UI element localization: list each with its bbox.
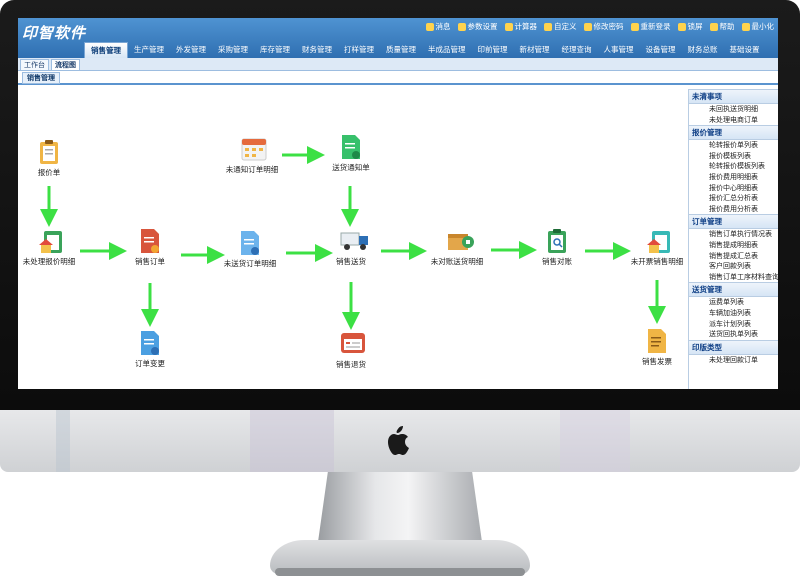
toolbar-message[interactable]: 消息 [425, 21, 451, 32]
notice-document-icon [340, 134, 362, 159]
customize-icon [544, 22, 552, 31]
house-clipboard-icon [646, 228, 670, 253]
monitor-stand-neck [318, 472, 482, 542]
sidebar-item[interactable]: 轮转报价单列表 [709, 141, 758, 150]
toolbar-relogin[interactable]: 重新登录 [630, 21, 671, 32]
workspace-tabs: 工作台 流程图 [18, 58, 778, 71]
toolbar: 消息 参数设置 计算器 自定义 修改密码 重新登录 锁屏 帮助 最小化 [425, 21, 774, 32]
node-order[interactable]: 销售订单 [115, 228, 185, 267]
sub-tabs: 销售管理 [18, 71, 778, 85]
menu-prepress[interactable]: 印前管理 [477, 45, 508, 54]
toolbar-minimize[interactable]: 最小化 [741, 21, 774, 32]
toolbar-calculator[interactable]: 计算器 [504, 21, 537, 32]
tab-flowchart[interactable]: 流程图 [51, 59, 80, 71]
menu-semi-finished[interactable]: 半成品管理 [428, 45, 466, 54]
sidebar-item[interactable]: 未回执送货明细 [709, 105, 758, 113]
sidebar-item[interactable]: 未处理回款订单 [709, 355, 758, 364]
truck-icon [340, 228, 368, 252]
node-delivery-notice[interactable]: 送货通知单 [316, 134, 386, 173]
return-form-icon [340, 331, 365, 355]
node-quote[interactable]: 报价单 [18, 139, 84, 178]
document-edit-icon [139, 330, 161, 355]
sidebar-item[interactable]: 未处理电商订单 [709, 115, 758, 124]
tab-workbench[interactable]: 工作台 [20, 59, 49, 71]
toolbar-help[interactable]: 帮助 [709, 21, 735, 32]
subtab-sales[interactable]: 销售管理 [22, 72, 60, 84]
sidebar-item[interactable]: 客户回款列表 [709, 262, 751, 271]
menu-quality[interactable]: 质量管理 [386, 45, 416, 54]
node-return[interactable]: 销售退货 [316, 331, 386, 370]
app-logo: 印智软件 [22, 24, 87, 42]
node-uninvoiced[interactable]: 未开票销售明细 [622, 228, 692, 267]
sidebar-item[interactable]: 报价中心明细表 [709, 183, 758, 192]
sidebar-item[interactable]: 轮转报价模板列表 [709, 162, 765, 171]
help-icon [709, 22, 718, 31]
relogin-icon [630, 22, 639, 31]
calendar-icon [241, 136, 267, 161]
clipboard-icon [38, 139, 60, 164]
flow-arrows [40, 146, 666, 330]
sidebar-item[interactable]: 销售订单执行情况表 [709, 230, 772, 239]
menu-finance[interactable]: 财务管理 [302, 45, 332, 54]
invoice-icon [646, 328, 668, 353]
menu-production[interactable]: 生产管理 [134, 45, 164, 54]
menu-general-ledger[interactable]: 财务总账 [687, 45, 718, 54]
toolbar-lock[interactable]: 锁屏 [677, 21, 703, 32]
node-unquoted[interactable]: 未处理报价明细 [18, 228, 84, 267]
menu-equipment[interactable]: 设备管理 [645, 45, 676, 54]
sidebar-section-plate[interactable]: 印版类型 [689, 339, 778, 355]
minimize-icon [741, 22, 750, 31]
node-delivery[interactable]: 销售送货 [316, 228, 386, 267]
sidebar-item[interactable]: 报价费用明细表 [709, 172, 758, 181]
node-order-change[interactable]: 订单变更 [115, 330, 185, 369]
apple-logo-icon [382, 424, 416, 458]
document-list-icon [239, 230, 261, 255]
monitor-stand-base [275, 568, 525, 576]
key-icon [583, 22, 592, 31]
menu-purchase[interactable]: 采购管理 [218, 45, 248, 54]
menu-manager-query[interactable]: 经理查询 [561, 45, 592, 54]
menu-inventory[interactable]: 库存管理 [260, 45, 290, 54]
toolbar-password[interactable]: 修改密码 [583, 21, 624, 32]
sidebar-item[interactable]: 销售订单工序材料查询 [709, 272, 778, 281]
settings-icon [457, 22, 466, 31]
menu-basic-settings[interactable]: 基础设置 [729, 45, 760, 54]
sidebar-item[interactable]: 报价费用分析表 [709, 204, 758, 213]
toolbar-settings[interactable]: 参数设置 [457, 21, 498, 32]
node-unreconciled[interactable]: 未对账送货明细 [422, 228, 492, 267]
sidebar-item[interactable]: 派车计划列表 [709, 319, 751, 328]
package-icon [446, 228, 474, 252]
toolbar-customize[interactable]: 自定义 [544, 21, 577, 32]
sidebar-item[interactable]: 运费单列表 [709, 298, 744, 307]
node-undelivered[interactable]: 未送货订单明细 [215, 230, 285, 269]
lock-icon [677, 22, 686, 31]
sidebar-section-quote[interactable]: 报价管理 [689, 125, 778, 141]
sidebar-section-order[interactable]: 订单管理 [689, 214, 778, 230]
menu-hr[interactable]: 人事管理 [603, 45, 634, 54]
clipboard-search-icon [546, 228, 568, 253]
sidebar-item[interactable]: 报价模板列表 [709, 151, 751, 160]
app-window: 印智软件 消息 参数设置 计算器 自定义 修改密码 重新登录 锁屏 帮助 最小化… [18, 18, 778, 389]
calculator-icon [504, 22, 513, 31]
sidebar-item[interactable]: 销售提成汇总表 [709, 251, 758, 260]
menu-proofing[interactable]: 打样管理 [344, 45, 374, 54]
menu-new-material[interactable]: 新材管理 [519, 45, 550, 54]
sidebar-section-delivery[interactable]: 送货管理 [689, 282, 778, 298]
main-menu: 销售管理 生产管理 外发管理 采购管理 库存管理 财务管理 打样管理 质量管理 … [84, 42, 766, 59]
sidebar-section-pending[interactable]: 未清事项 [689, 89, 778, 104]
sidebar: 未清事项 未回执送货明细 未处理电商订单 报价管理 轮转报价单列表 报价模板列表… [688, 89, 778, 389]
menu-outsource[interactable]: 外发管理 [176, 45, 206, 54]
node-invoice[interactable]: 销售发票 [622, 328, 692, 367]
sidebar-item[interactable]: 送货回执单列表 [709, 330, 758, 339]
sidebar-item[interactable]: 销售提成明细表 [709, 240, 758, 249]
node-unnotified[interactable]: 未通知订单明细 [217, 136, 287, 175]
house-clipboard-icon [38, 228, 62, 253]
node-reconcile[interactable]: 销售对账 [522, 228, 592, 267]
sidebar-item[interactable]: 车辆加油列表 [709, 308, 751, 317]
message-icon [425, 22, 434, 31]
sidebar-item[interactable]: 报价汇总分析表 [709, 194, 758, 203]
document-icon [139, 228, 161, 253]
top-bar: 印智软件 消息 参数设置 计算器 自定义 修改密码 重新登录 锁屏 帮助 最小化… [18, 18, 778, 59]
